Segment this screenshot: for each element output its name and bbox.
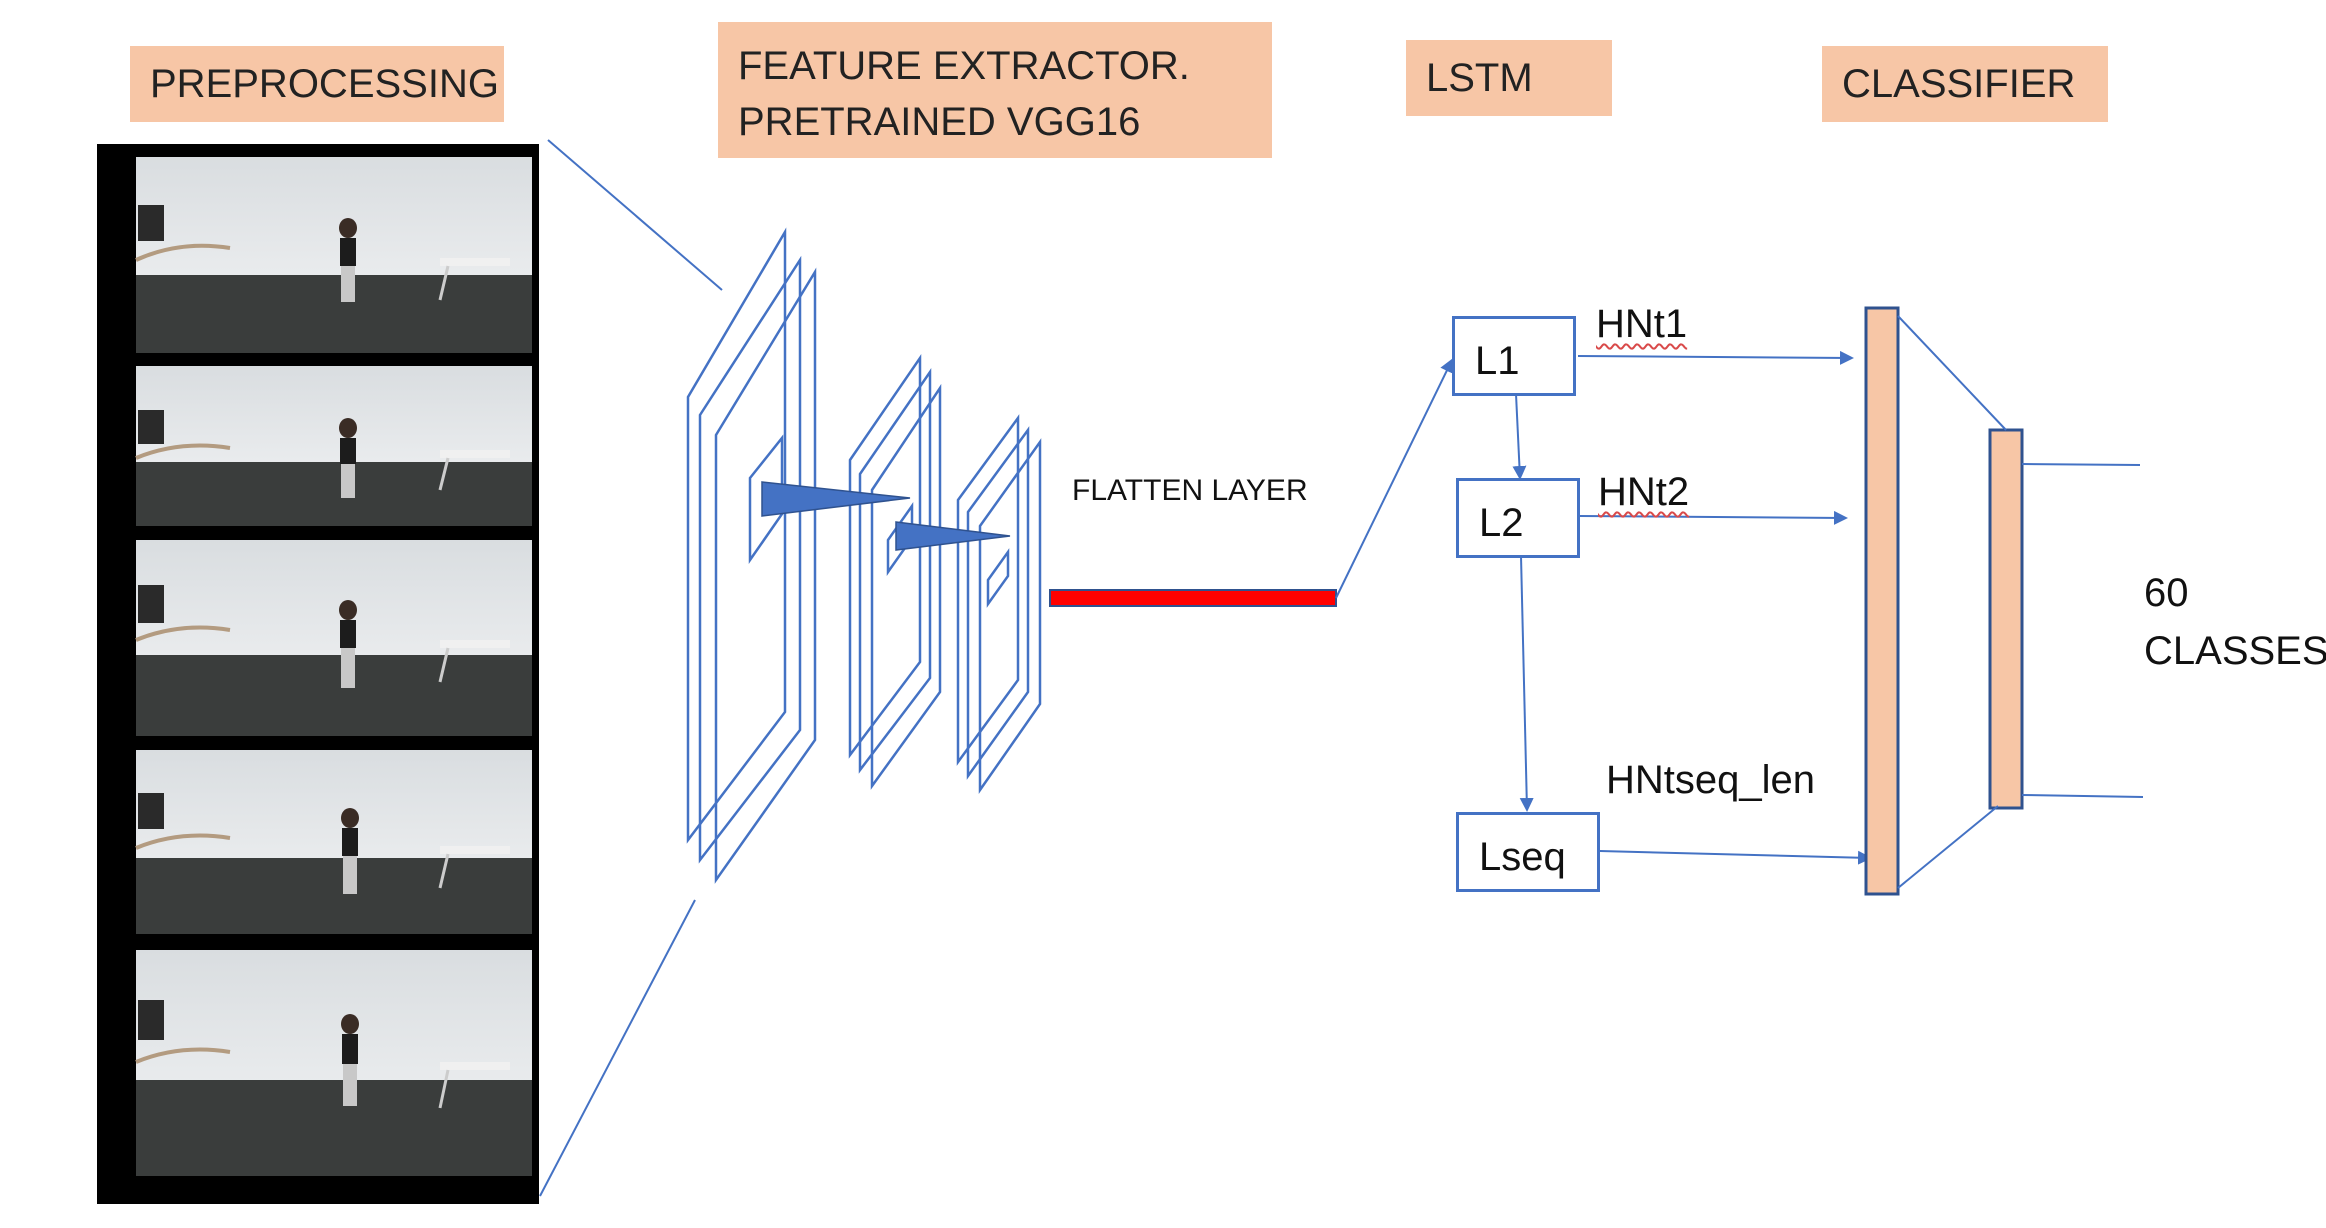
header-feature-extractor-line1: FEATURE EXTRACTOR.	[738, 44, 1190, 88]
classifier-connection-top	[1897, 315, 2007, 431]
l2-to-lseq-arrow	[1519, 555, 1534, 812]
video-frame-1	[135, 157, 532, 353]
hnt2-arrow	[1579, 510, 1848, 525]
output-classes-label: 60 CLASSES	[2144, 564, 2326, 680]
conv-projection-1	[761, 481, 911, 517]
projection-line-top	[547, 139, 723, 291]
projection-line-bottom	[539, 899, 696, 1197]
lstm-cell-l1: L1	[1452, 316, 1576, 396]
header-classifier-text: CLASSIFIER	[1842, 62, 2076, 106]
conv-kernel-windows	[748, 434, 1010, 608]
lstm-cell-l1-label: L1	[1475, 339, 1520, 383]
header-feature-extractor-line2: PRETRAINED VGG16	[738, 100, 1141, 144]
flatten-layer-label: FLATTEN LAYER	[1072, 474, 1308, 507]
output-line-top	[2021, 463, 2141, 466]
output-line-bottom	[2021, 794, 2144, 798]
output-classes-line1: 60	[2144, 571, 2189, 615]
cnn-layer-stack-1	[686, 227, 817, 884]
cnn-layer-stack-3	[956, 414, 1042, 794]
classifier-layer-2	[1988, 428, 2024, 810]
video-frame-4	[135, 750, 532, 934]
video-frame-2	[135, 366, 532, 526]
lstm-cell-lseq-label: Lseq	[1479, 835, 1566, 879]
lstm-cell-l2-label: L2	[1479, 501, 1524, 545]
flatten-layer-bar	[1049, 589, 1337, 607]
conv-projection-2	[895, 521, 1011, 551]
hidden-output-hnt2: HNt2	[1598, 470, 1690, 514]
classifier-connection-bottom	[1897, 805, 1999, 889]
classifier-layer-1	[1864, 306, 1900, 896]
header-classifier: CLASSIFIER	[1822, 46, 2108, 122]
video-frame-3	[135, 540, 532, 736]
hidden-output-hnt1: HNt1	[1596, 302, 1688, 346]
header-lstm-text: LSTM	[1426, 56, 1533, 100]
l1-to-l2-arrow	[1512, 393, 1527, 480]
hntseq-arrow	[1599, 850, 1872, 865]
hidden-output-hntseq: HNtseq_len	[1606, 758, 1816, 802]
video-frame-5	[135, 950, 532, 1176]
header-preprocessing-text: PREPROCESSING	[150, 62, 499, 106]
header-feature-extractor: FEATURE EXTRACTOR. PRETRAINED VGG16	[718, 22, 1272, 158]
lstm-cell-l2: L2	[1456, 478, 1580, 558]
video-frame-strip	[97, 144, 539, 1204]
hnt1-arrow	[1577, 350, 1854, 365]
lstm-cell-lseq: Lseq	[1456, 812, 1600, 892]
output-classes-line2: CLASSES	[2144, 629, 2326, 673]
cnn-layer-stack-2	[848, 353, 942, 790]
header-lstm: LSTM	[1406, 40, 1612, 116]
flatten-to-l1-arrow	[1335, 358, 1454, 599]
header-preprocessing: PREPROCESSING	[130, 46, 504, 122]
